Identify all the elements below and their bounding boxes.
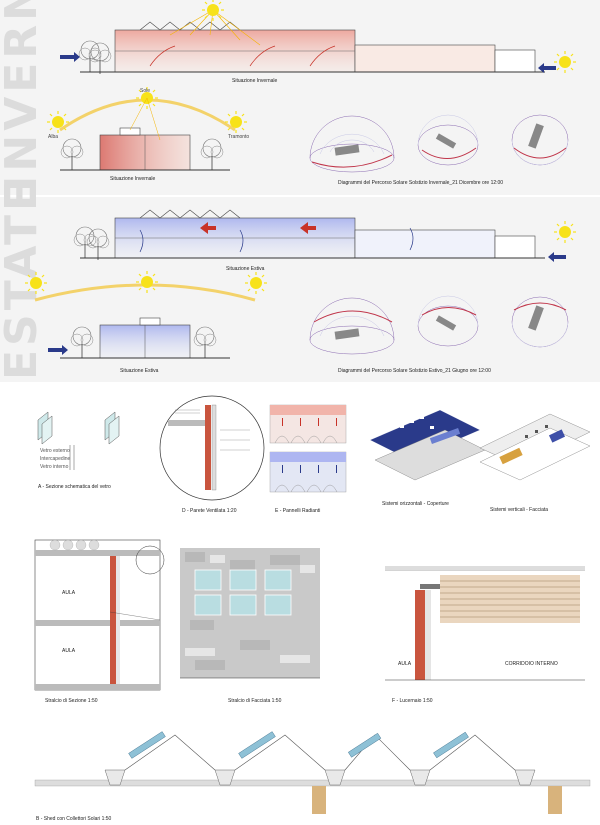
detail-e-caption: E - Pannelli Radianti <box>275 508 320 514</box>
summer-solar-caption: Diagrammi del Percorso Solare Solstizio … <box>338 368 491 374</box>
glass-label-2: Intercapedine <box>40 456 71 462</box>
winter-sunset: Tramonto <box>228 134 249 140</box>
facade-systems-drawing <box>479 413 591 481</box>
glass-label-3: Vetro interno <box>40 464 69 470</box>
winter-detail-caption: Situazione Invernale <box>110 176 156 182</box>
winter-sunrise: Alba <box>48 134 58 140</box>
roof-caption: Sistemi orizzontali - Coperture <box>382 501 449 507</box>
detail-b-caption: B - Shed con Collettori Solari 1:50 <box>36 816 112 822</box>
aula-label-1: AULA <box>62 590 76 596</box>
skylight-drawing <box>385 566 585 681</box>
summer-solar-domes <box>309 295 569 355</box>
facade-excerpt-drawing <box>180 548 320 679</box>
winter-section-caption: Situazione Invernale <box>232 78 278 84</box>
summer-detail-caption: Situazione Estiva <box>120 368 159 374</box>
roof-systems-drawing <box>369 409 486 481</box>
winter-detail-drawing <box>46 86 248 171</box>
summer-section-caption: Situazione Estiva <box>226 266 265 272</box>
summer-detail-drawing <box>24 270 268 359</box>
winter-sun-label: Sole <box>140 88 150 94</box>
shed-drawing <box>34 731 591 814</box>
glass-detail-drawing <box>37 411 120 470</box>
section-excerpt-caption: Stralcio di Sezione 1:50 <box>45 698 98 704</box>
radiant-panels-drawing <box>269 404 347 493</box>
ventilated-wall-drawing <box>159 395 265 501</box>
winter-solar-domes <box>309 114 569 173</box>
detail-d-caption: D - Parete Ventilata 1:20 <box>182 508 237 514</box>
section-excerpt-drawing <box>34 539 165 691</box>
aula-label-3: AULA <box>398 661 412 667</box>
facade-caption: Sistemi verticali - Facciata <box>490 507 548 513</box>
winter-solar-caption: Diagrammi del Percorso Solare Solstizio … <box>338 180 503 186</box>
aula-label-2: AULA <box>62 648 76 654</box>
glass-label-1: Vetro esterno <box>40 448 70 454</box>
facade-excerpt-caption: Stralcio di Facciata 1:50 <box>228 698 282 704</box>
winter-section-drawing <box>60 0 577 75</box>
corridor-label: CORRIDOIO INTERNO <box>505 661 558 667</box>
detail-a-caption: A - Sezione schematica del vetro <box>38 484 111 490</box>
detail-f-caption: F - Lucernaio 1:50 <box>392 698 433 704</box>
summer-section-drawing <box>73 209 577 262</box>
